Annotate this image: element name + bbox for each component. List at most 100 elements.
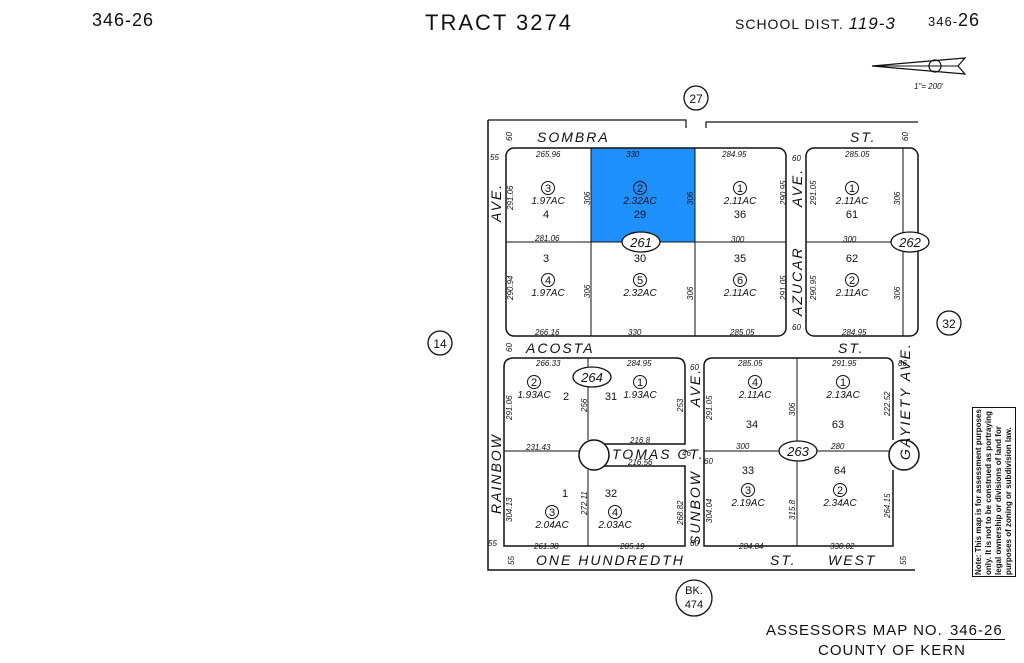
dim: 272.11: [580, 491, 589, 516]
dim: 300: [843, 235, 857, 244]
parcel-number-circle: [845, 181, 859, 195]
parcel-acreage: 2.13AC: [825, 390, 860, 401]
lot-number: 36: [734, 209, 746, 221]
dim: 268.82: [676, 500, 685, 526]
lot-number: 32: [605, 488, 617, 500]
parcel-number-circle: [833, 483, 847, 497]
parcel-number: 4: [545, 275, 551, 287]
header-right-suffix: 26: [958, 10, 981, 30]
dim: 46: [682, 449, 691, 458]
parcel-number-circle: [836, 375, 850, 389]
parcel-number: 4: [612, 507, 618, 519]
parcel-number: 4: [752, 377, 758, 389]
parcel-labels: 31.97AC422.32AC2912.11AC3612.11AC6141.97…: [517, 181, 869, 531]
street-west: WEST: [828, 552, 876, 568]
map-ref-left: 14: [433, 337, 447, 351]
parcel-acreage: 2.11AC: [723, 288, 757, 299]
dim: 315.8: [788, 499, 797, 520]
dim: 266.33: [535, 359, 561, 368]
parcel-number-circle: [733, 273, 747, 287]
page-label-263: 263: [786, 444, 809, 459]
parcel-acreage: 2.11AC: [835, 196, 869, 207]
lot-number: 33: [742, 465, 754, 477]
dim: 216.56: [627, 458, 653, 467]
dim: 253: [676, 398, 685, 413]
lot-number: 63: [832, 419, 844, 431]
parcel-number: 1: [849, 183, 855, 195]
school-district-label: SCHOOL DIST.: [735, 16, 844, 32]
dim: 266.16: [534, 328, 560, 337]
dim: 60: [901, 132, 910, 141]
street-sombra-st: ST.: [850, 129, 877, 145]
dim: 285.19: [619, 542, 645, 551]
lot-number: 61: [846, 209, 858, 221]
page-label-262: 262: [898, 235, 921, 250]
parcel-number-circle: [845, 273, 859, 287]
map-ref-bottom-line2: 474: [685, 599, 703, 611]
parcel-number: 2: [849, 275, 855, 287]
lot-number: 35: [734, 253, 746, 265]
dim: 55: [507, 556, 516, 565]
dim: 60: [505, 132, 514, 141]
parcel-number-circle: [733, 181, 747, 195]
parcel-acreage: 2.32AC: [622, 288, 657, 299]
parcel-number-circle: [741, 483, 755, 497]
parcel-acreage: 1.93AC: [623, 390, 657, 401]
parcel-highlight[interactable]: [591, 148, 695, 242]
street-tomas-ct: TOMAS CT.: [612, 446, 705, 462]
dim: 281.06: [534, 234, 560, 243]
dim: 290.94: [506, 275, 515, 301]
dim: 55: [488, 539, 497, 548]
parcel-number-circle: [633, 181, 647, 195]
street-sunbow: SUNBOW: [687, 470, 703, 545]
dim: 264.15: [883, 493, 892, 519]
parcel-number-circle: [608, 505, 622, 519]
parcel-number: 2: [637, 183, 643, 195]
dim: 306: [686, 191, 695, 205]
lot-number: 1: [562, 488, 568, 500]
parcel-number: 3: [549, 507, 555, 519]
disclaimer-note: Note: This map is for assessment purpose…: [972, 407, 1016, 577]
dim: 304.04: [705, 498, 714, 523]
dim: 330.02: [830, 542, 855, 551]
lot-number: 29: [634, 209, 646, 221]
dim: 291.95: [831, 359, 857, 368]
parcel-acreage: 2.11AC: [738, 390, 772, 401]
dim: 291.05: [809, 180, 818, 206]
dim: 285.05: [737, 359, 763, 368]
dim: 60: [505, 343, 514, 352]
dim: 306: [583, 284, 592, 298]
parcel-number-circle: [545, 505, 559, 519]
street-sombra: SOMBRA: [537, 129, 610, 145]
parcel-number-circle: [748, 375, 762, 389]
dim: 306: [893, 191, 902, 205]
dim: 60: [792, 323, 801, 332]
dim: 304.13: [505, 497, 514, 522]
parcel-acreage: 2.32AC: [622, 196, 657, 207]
dim: 330: [628, 328, 642, 337]
map-ref-bottom-line1: BK.: [685, 585, 703, 597]
school-district: SCHOOL DIST. 119-3: [735, 14, 896, 34]
lot-number: 64: [834, 465, 846, 477]
parcel-number-circle: [633, 273, 647, 287]
dim: 284.95: [626, 359, 652, 368]
dim: 284.95: [721, 150, 747, 159]
page-label-264: 264: [580, 370, 603, 385]
parcel-number: 1: [840, 377, 846, 389]
dim: 291.06: [505, 395, 514, 421]
dim: 60: [792, 154, 801, 163]
school-district-value: 119-3: [848, 14, 896, 33]
dim: 291.06: [506, 185, 515, 211]
street-one-hundredth-st: ST.: [770, 552, 797, 568]
parcel-acreage: 2.11AC: [723, 196, 757, 207]
dim: 306: [686, 286, 695, 300]
assessors-map-number: ASSESSORS MAP NO. 346-26: [766, 622, 1005, 640]
header-map-number-left: 346-26: [92, 10, 155, 30]
parcel-number: 1: [637, 377, 643, 389]
dim: 285.05: [729, 328, 755, 337]
lot-number: 3: [543, 253, 549, 265]
dim: 284.84: [738, 542, 764, 551]
parcel-number-circle: [541, 181, 555, 195]
dim: 280: [830, 442, 845, 451]
